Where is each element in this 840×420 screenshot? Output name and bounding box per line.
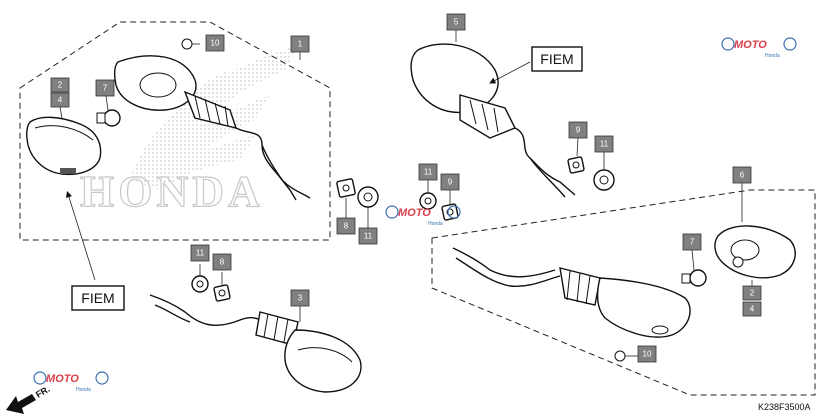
nut-mid xyxy=(357,186,379,208)
svg-text:9: 9 xyxy=(576,126,581,135)
svg-text:2: 2 xyxy=(750,289,755,298)
callout-2-right: 2 xyxy=(742,285,762,301)
callout-9-right: 9 xyxy=(568,121,588,139)
svg-text:10: 10 xyxy=(211,39,220,48)
svg-text:1: 1 xyxy=(298,40,303,49)
svg-text:11: 11 xyxy=(424,168,433,177)
bulb-left xyxy=(96,109,121,127)
fiem-label-right: FIEM xyxy=(531,46,583,72)
svg-text:10: 10 xyxy=(643,350,652,359)
group-box-part-6 xyxy=(431,189,816,396)
diagram-code: K238F3500A xyxy=(758,402,811,412)
screw-top xyxy=(181,38,200,50)
svg-text:8: 8 xyxy=(344,222,349,231)
callout-11-right: 11 xyxy=(594,135,614,153)
fiem-label-left: FIEM xyxy=(71,285,125,311)
svg-text:MOTO: MOTO xyxy=(46,373,79,385)
watermark-center: MOTO Honda xyxy=(385,205,461,227)
callout-4-right: 4 xyxy=(742,301,762,317)
fr-label: FR. xyxy=(34,384,52,400)
rear-right-lens xyxy=(714,225,796,279)
fiem-arrow-right xyxy=(489,61,531,84)
callout-6: 6 xyxy=(732,166,752,184)
front-left-signal-housing xyxy=(113,55,311,201)
svg-text:11: 11 xyxy=(364,232,373,241)
svg-text:4: 4 xyxy=(750,305,755,314)
washer-mid xyxy=(336,178,356,198)
rear-right-signal xyxy=(452,247,691,338)
svg-text:MOTO: MOTO xyxy=(398,207,431,219)
watermark-top-right: MOTO Honda xyxy=(721,37,797,59)
callout-7-left: 7 xyxy=(95,79,115,97)
washer-bottom xyxy=(213,284,231,302)
svg-text:6: 6 xyxy=(740,171,745,180)
callout-8-mid: 8 xyxy=(336,217,356,235)
callout-5: 5 xyxy=(446,13,466,31)
callout-2-left: 2 xyxy=(50,77,70,93)
svg-text:MOTO: MOTO xyxy=(734,39,767,51)
svg-text:Honda: Honda xyxy=(428,221,443,227)
honda-wing-logo xyxy=(130,45,300,190)
callout-4-left: 4 xyxy=(50,92,70,108)
svg-text:11: 11 xyxy=(196,249,205,258)
screw-bottom xyxy=(614,350,640,362)
svg-text:7: 7 xyxy=(103,84,108,93)
nut-right xyxy=(593,169,615,191)
fr-direction-arrow: FR. xyxy=(6,384,52,414)
callout-1: 1 xyxy=(290,35,310,53)
leader-lines xyxy=(59,30,753,322)
callout-10-top: 10 xyxy=(205,34,225,52)
bulb-right xyxy=(681,269,707,287)
fiem-arrow-left xyxy=(65,190,96,281)
fiem-label-left-text: FIEM xyxy=(81,290,114,306)
front-right-signal xyxy=(410,43,576,198)
callout-10-bottom: 10 xyxy=(637,345,657,363)
callout-11-mid: 11 xyxy=(358,227,378,245)
callout-7-right: 7 xyxy=(682,233,702,251)
fiem-label-right-text: FIEM xyxy=(540,51,573,67)
svg-text:5: 5 xyxy=(454,18,459,27)
svg-text:7: 7 xyxy=(690,238,695,247)
svg-text:4: 4 xyxy=(58,96,63,105)
svg-text:Honda: Honda xyxy=(76,387,91,393)
rear-left-signal xyxy=(149,294,362,393)
callout-8-bottom: 8 xyxy=(212,253,232,271)
callout-3: 3 xyxy=(290,289,310,307)
nut-bottom xyxy=(191,275,209,293)
washer-right xyxy=(567,156,585,174)
svg-text:9: 9 xyxy=(448,178,453,187)
callout-9-mid: 9 xyxy=(440,173,460,191)
honda-logo-text: HONDA xyxy=(80,167,264,216)
svg-text:3: 3 xyxy=(298,294,303,303)
svg-text:2: 2 xyxy=(58,81,63,90)
watermark-bottom-left: MOTO Honda xyxy=(33,371,109,393)
svg-text:8: 8 xyxy=(220,258,225,267)
svg-text:11: 11 xyxy=(600,140,609,149)
callout-11-mid2: 11 xyxy=(418,163,438,181)
callout-11-bottom: 11 xyxy=(190,244,210,262)
front-left-lens xyxy=(25,116,102,176)
svg-text:Honda: Honda xyxy=(765,53,780,59)
